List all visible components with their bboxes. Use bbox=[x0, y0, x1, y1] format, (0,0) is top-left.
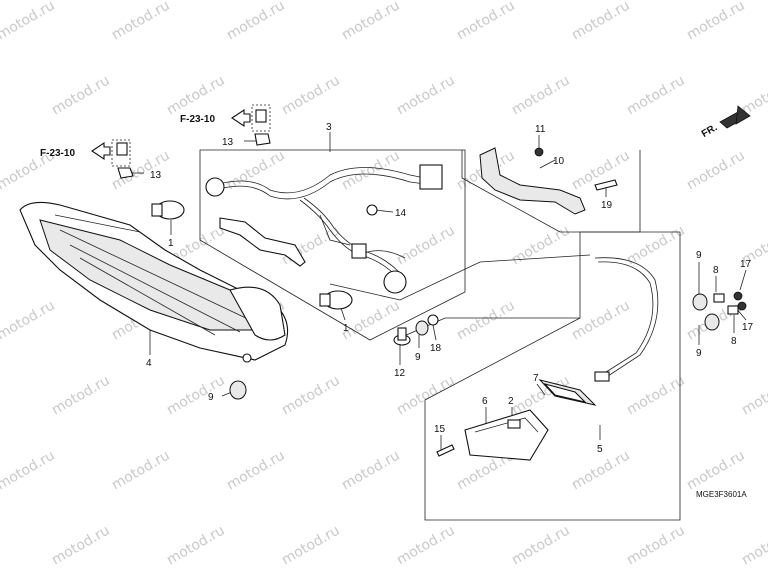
callout-6: 6 bbox=[482, 396, 488, 407]
tail-lamp-housing bbox=[19, 201, 289, 363]
license-lamp-lens-6 bbox=[464, 409, 549, 461]
license-lamp-case-7 bbox=[538, 379, 597, 406]
watermark-text: motod.ru bbox=[394, 372, 458, 418]
ref-box-top bbox=[231, 104, 271, 132]
front-label: FR. bbox=[700, 122, 720, 140]
callout-1-lower: 1 bbox=[343, 323, 349, 334]
callout-9-right-top: 9 bbox=[696, 250, 702, 261]
callout-15: 15 bbox=[434, 424, 446, 435]
ref-label-top: F-23-10 bbox=[180, 114, 215, 125]
watermark-text: motod.ru bbox=[279, 72, 343, 118]
callout-9-mid: 9 bbox=[415, 352, 421, 363]
callout-10: 10 bbox=[553, 156, 565, 167]
screw-13-left bbox=[116, 142, 134, 179]
callout-13-left: 13 bbox=[150, 170, 162, 181]
bulb-1-upper bbox=[151, 200, 185, 220]
callout-12: 12 bbox=[394, 368, 406, 379]
watermark-text: motod.ru bbox=[569, 0, 633, 43]
ref-label-left: F-23-10 bbox=[40, 148, 75, 159]
grommet-9-lower bbox=[229, 380, 247, 400]
watermark-text: motod.ru bbox=[0, 447, 58, 493]
ref-box-left bbox=[91, 139, 131, 167]
watermark-text: motod.ru bbox=[224, 447, 288, 493]
watermark-text: motod.ru bbox=[339, 0, 403, 43]
watermark-text: motod.ru bbox=[109, 447, 173, 493]
callout-18: 18 bbox=[430, 343, 442, 354]
watermark-text: motod.ru bbox=[454, 0, 518, 43]
callout-2: 2 bbox=[508, 396, 514, 407]
callout-9-lower: 9 bbox=[208, 392, 214, 403]
watermark-text: motod.ru bbox=[454, 297, 518, 343]
watermark-text: motod.ru bbox=[279, 522, 343, 568]
watermark-text: motod.ru bbox=[339, 447, 403, 493]
callout-9-right-bottom: 9 bbox=[696, 348, 702, 359]
callout-19: 19 bbox=[601, 200, 613, 211]
wire-harness bbox=[205, 164, 443, 294]
watermark-text: motod.ru bbox=[684, 447, 748, 493]
callout-14: 14 bbox=[395, 208, 407, 219]
callout-7: 7 bbox=[533, 373, 539, 384]
watermark-text: motod.ru bbox=[739, 522, 768, 568]
watermark-text: motod.ru bbox=[624, 222, 688, 268]
watermark-text: motod.ru bbox=[509, 522, 573, 568]
front-arrow-icon bbox=[719, 105, 751, 129]
collar-12 bbox=[393, 327, 411, 346]
callout-1-upper: 1 bbox=[168, 238, 174, 249]
watermark-text: motod.ru bbox=[394, 72, 458, 118]
watermark-text: motod.ru bbox=[684, 147, 748, 193]
watermark-text: motod.ru bbox=[109, 0, 173, 43]
watermark-text: motod.ru bbox=[0, 0, 58, 43]
watermark-text: motod.ru bbox=[509, 72, 573, 118]
watermark-text: motod.ru bbox=[624, 72, 688, 118]
bulb-2 bbox=[507, 419, 521, 429]
bulb-1-lower bbox=[319, 290, 353, 310]
license-lamp-wire bbox=[594, 257, 659, 382]
callout-5: 5 bbox=[597, 444, 603, 455]
watermark-text: motod.ru bbox=[624, 522, 688, 568]
callout-17-top: 17 bbox=[740, 259, 752, 270]
nut-18 bbox=[427, 314, 439, 326]
watermark-text: motod.ru bbox=[394, 222, 458, 268]
watermark-text: motod.ru bbox=[279, 372, 343, 418]
labels: F-23-10 F-23-10 FR. MGE3F3601A 3 13 13 1… bbox=[40, 114, 754, 499]
watermark-text: motod.ru bbox=[739, 372, 768, 418]
watermark-text: motod.ru bbox=[509, 222, 573, 268]
watermark-text: motod.ru bbox=[164, 72, 228, 118]
watermark-text: motod.ru bbox=[164, 522, 228, 568]
grommet-9-mid bbox=[415, 320, 429, 336]
bracket-10 bbox=[479, 147, 618, 215]
watermark-text: motod.ru bbox=[224, 0, 288, 43]
watermark-text: motod.ru bbox=[49, 372, 113, 418]
watermark-text: motod.ru bbox=[164, 372, 228, 418]
watermark-text: motod.ru bbox=[0, 297, 58, 343]
watermark-text: motod.ru bbox=[684, 0, 748, 43]
callout-11: 11 bbox=[535, 124, 546, 135]
leader-lines bbox=[130, 132, 747, 450]
watermark-text: motod.ru bbox=[49, 72, 113, 118]
callout-4: 4 bbox=[146, 358, 152, 369]
watermark-text: motod.ru bbox=[569, 297, 633, 343]
callout-13-top: 13 bbox=[222, 137, 234, 148]
callout-8-bottom: 8 bbox=[731, 336, 737, 347]
callout-17-bottom: 17 bbox=[742, 322, 754, 333]
screw-13-top bbox=[254, 109, 271, 146]
watermark-text: motod.ru bbox=[49, 522, 113, 568]
grommets-right bbox=[692, 291, 747, 331]
callout-3: 3 bbox=[326, 122, 332, 133]
diagram-code: MGE3F3601A bbox=[696, 490, 747, 499]
screw-15 bbox=[436, 444, 455, 457]
watermark-text: motod.ru bbox=[394, 522, 458, 568]
watermark-text: motod.ru bbox=[624, 372, 688, 418]
callout-8-top: 8 bbox=[713, 265, 719, 276]
